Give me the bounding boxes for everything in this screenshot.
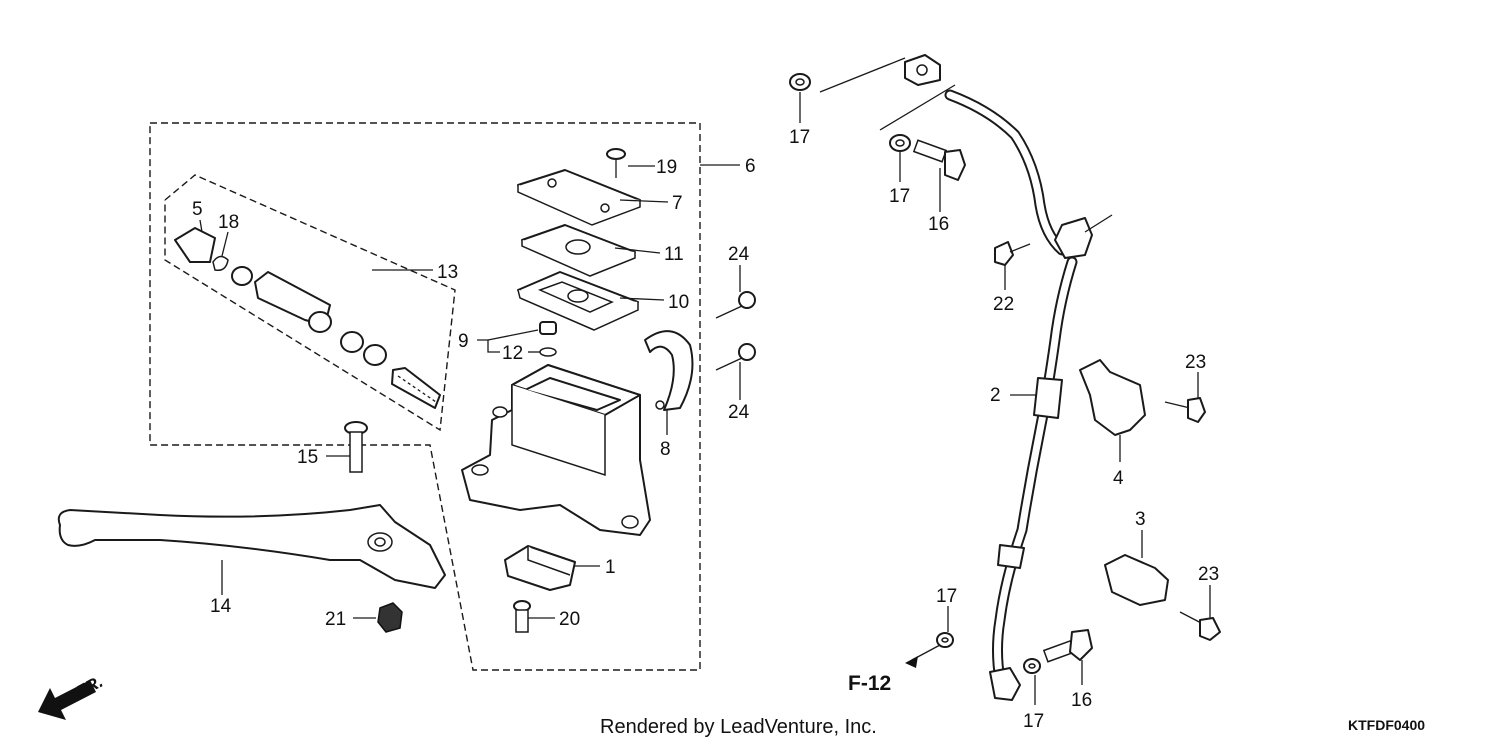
cover-screw[interactable]	[606, 148, 626, 178]
sealing-washer-17b[interactable]	[889, 134, 911, 152]
front-arrow-icon	[38, 680, 96, 720]
sealing-washer-17c[interactable]	[936, 632, 954, 648]
arrow-left-icon	[905, 656, 918, 668]
callout-12: 12	[502, 343, 523, 364]
piston-set[interactable]	[174, 227, 441, 409]
callout-4: 4	[1113, 468, 1124, 489]
callout-14: 14	[210, 596, 232, 617]
lever-pivot-bolt[interactable]	[344, 421, 368, 473]
callout-19: 19	[656, 157, 677, 178]
bolt-24-upper[interactable]	[715, 291, 756, 319]
leader-lines	[199, 57, 1211, 705]
callout-7: 7	[672, 193, 683, 214]
callout-16-lower: 16	[1071, 690, 1092, 711]
oil-bolt-16-upper[interactable]	[912, 139, 966, 181]
callout-24-lower: 24	[728, 402, 750, 423]
callout-23-lower: 23	[1198, 564, 1219, 585]
hose-grommet[interactable]	[1033, 377, 1063, 419]
washer-12[interactable]	[539, 347, 557, 357]
bolt-23-lower[interactable]	[1179, 611, 1221, 641]
reservoir-diaphragm[interactable]	[517, 271, 639, 331]
bolt-22[interactable]	[994, 241, 1031, 266]
callout-15: 15	[297, 447, 318, 468]
callout-17-a: 17	[789, 127, 810, 148]
hose-clamp-3[interactable]	[1104, 554, 1169, 606]
float[interactable]	[539, 321, 557, 335]
callout-17-d: 17	[1023, 711, 1044, 732]
callout-21: 21	[325, 609, 346, 630]
callout-23-upper: 23	[1185, 352, 1206, 373]
oil-bolt-16-lower[interactable]	[1042, 629, 1093, 663]
callout-17-b: 17	[889, 186, 910, 207]
callout-6: 6	[745, 156, 756, 177]
pivot-nut[interactable]	[377, 602, 403, 633]
ref-label: F-12	[848, 672, 891, 695]
assembly-6-outline	[149, 122, 701, 671]
callout-1: 1	[605, 557, 616, 578]
callout-11: 11	[664, 244, 684, 265]
callout-17-c: 17	[936, 586, 957, 607]
assembly-13-outline	[164, 174, 456, 432]
callout-3: 3	[1135, 509, 1146, 530]
brake-lever[interactable]	[57, 504, 446, 589]
callout-8: 8	[660, 439, 671, 460]
lower-brake-hose[interactable]	[992, 256, 1078, 686]
callout-16-upper: 16	[928, 214, 949, 235]
bolt-23-upper[interactable]	[1164, 397, 1206, 423]
upper-brake-hose[interactable]	[944, 89, 1068, 256]
master-cylinder-holder[interactable]	[644, 330, 694, 411]
hose-sleeve[interactable]	[997, 544, 1025, 569]
callout-22: 22	[993, 294, 1014, 315]
brake-light-switch[interactable]	[504, 545, 576, 591]
three-way-joint[interactable]	[1054, 217, 1093, 259]
reservoir-cover[interactable]	[517, 169, 641, 226]
callout-5: 5	[192, 199, 203, 220]
master-cylinder-body[interactable]	[461, 364, 651, 536]
bolt-24-lower[interactable]	[715, 343, 756, 371]
callout-20: 20	[559, 609, 580, 630]
callout-10: 10	[668, 292, 689, 313]
callout-13: 13	[437, 262, 458, 283]
callout-2: 2	[990, 385, 1001, 406]
sealing-washer-17a[interactable]	[789, 73, 811, 91]
hose-clamp-4[interactable]	[1079, 359, 1146, 436]
callout-18: 18	[218, 212, 239, 233]
switch-screw[interactable]	[513, 600, 531, 633]
callout-9: 9	[458, 331, 469, 352]
sealing-washer-17d[interactable]	[1023, 658, 1041, 674]
upper-hose-fitting[interactable]	[904, 54, 941, 86]
diaphragm-plate[interactable]	[521, 224, 636, 277]
callout-24-upper: 24	[728, 244, 750, 265]
diagram-code: KTFDF0400	[1348, 717, 1425, 733]
credit-text: Rendered by LeadVenture, Inc.	[600, 716, 877, 738]
lower-hose-fitting[interactable]	[989, 667, 1021, 701]
